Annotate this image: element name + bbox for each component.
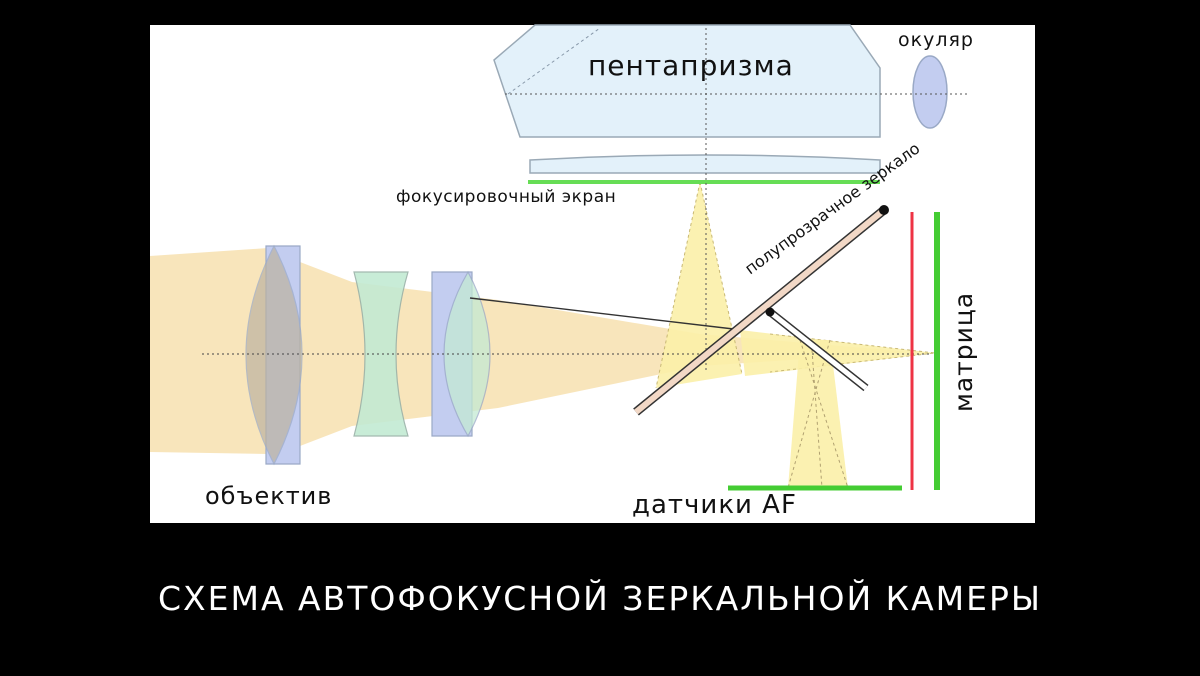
sub-mirror [768, 310, 868, 390]
objective-lens-1 [245, 244, 303, 466]
eyepiece-lens [912, 55, 948, 129]
label-eyepiece: окуляр [898, 29, 974, 51]
sub-mirror-pivot [765, 307, 775, 317]
af-light-cone [788, 340, 848, 488]
chief-ray [469, 297, 743, 331]
sensor-light-cone [740, 330, 935, 376]
semi-mirror [634, 207, 886, 415]
label-af-sensors: датчики AF [632, 490, 797, 520]
label-objective: объектив [205, 482, 332, 510]
pentaprism-inner-ray [507, 27, 601, 95]
screen-light-cone [656, 182, 742, 388]
mirror-pivot [879, 205, 889, 215]
light-beam [150, 248, 912, 454]
pentaprism-shape [493, 24, 881, 138]
label-focusing-screen: фокусировочный экран [396, 187, 616, 207]
slide-caption: СХЕМА АВТОФОКУСНОЙ ЗЕРКАЛЬНОЙ КАМЕРЫ [158, 579, 1042, 618]
condenser-lens [529, 154, 881, 174]
af-cone-edge [787, 339, 849, 489]
label-sensor: матрица [949, 292, 978, 412]
objective-lens-2 [353, 271, 409, 437]
label-pentaprism: пентапризма [588, 49, 794, 82]
